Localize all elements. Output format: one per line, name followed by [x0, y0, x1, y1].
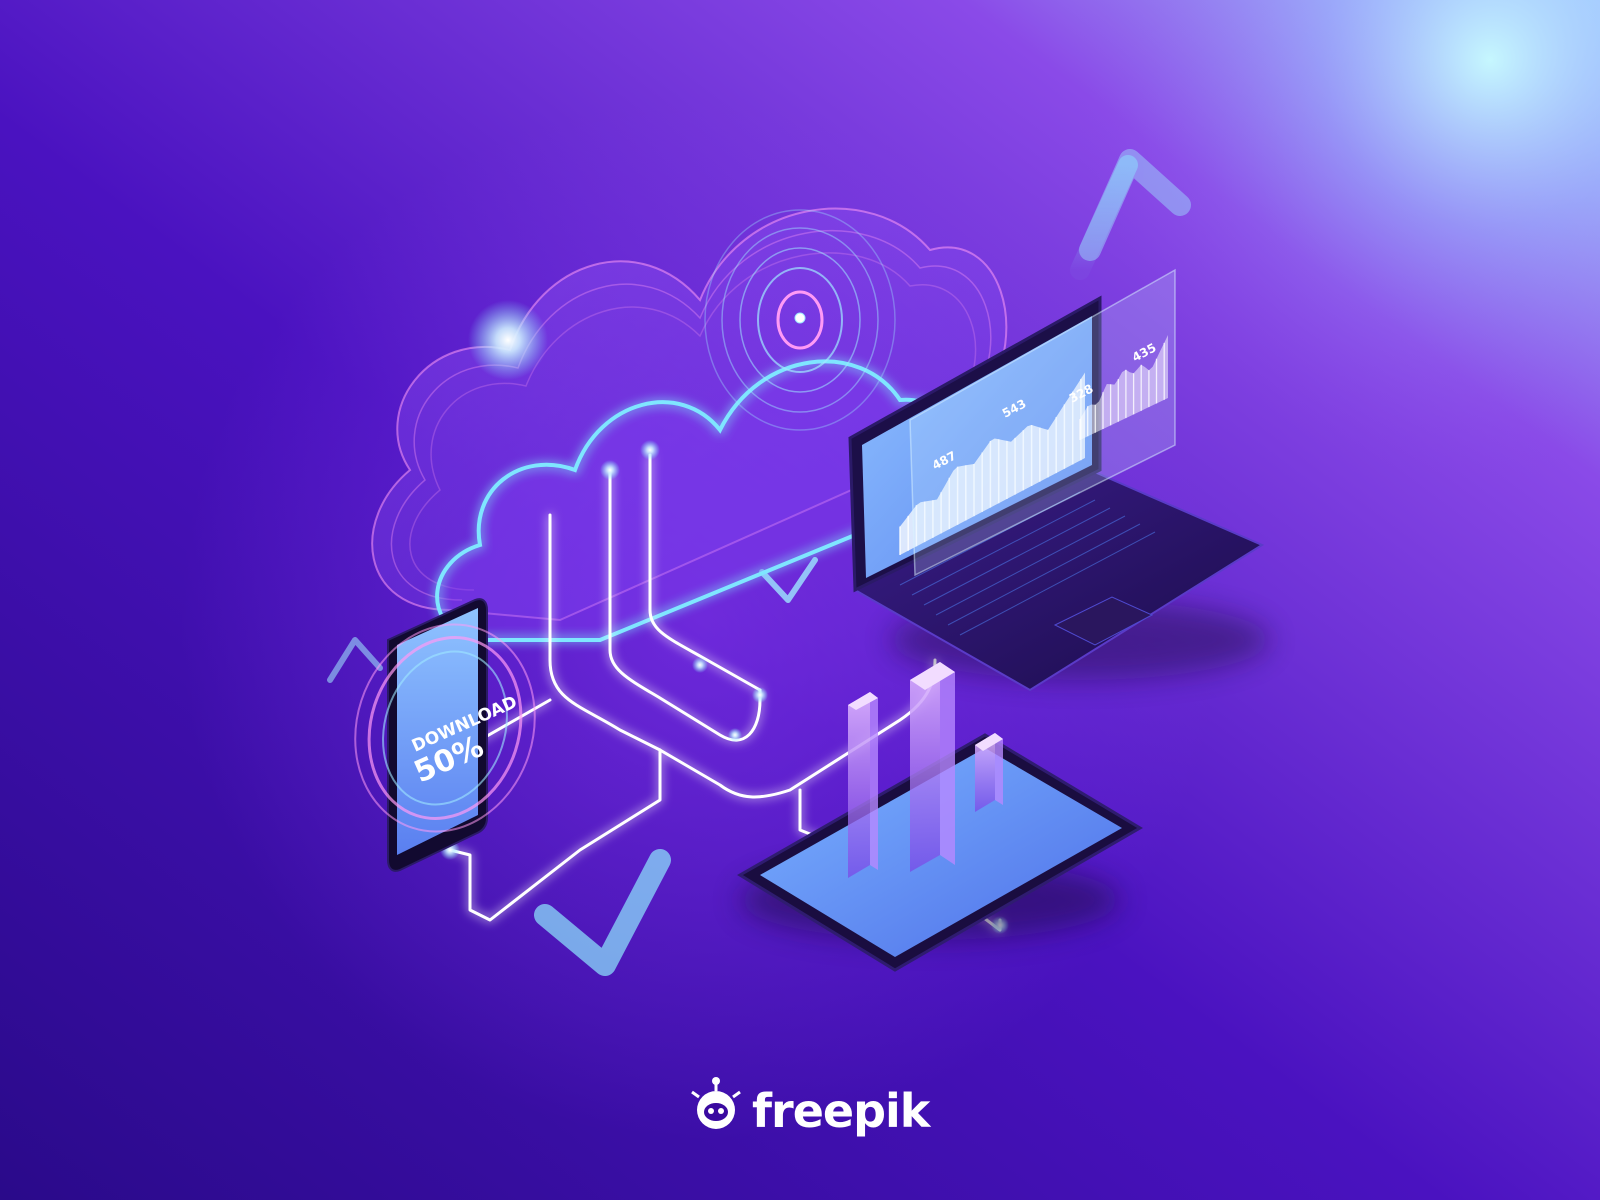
laptop-keyboard: [899, 491, 1156, 636]
freepik-logo-icon: [691, 1077, 741, 1129]
bar-3d: [848, 692, 878, 878]
freepik-logo: freepik: [691, 1077, 933, 1138]
bar-3d: [975, 733, 1003, 812]
smartphone: DOWNLOAD 50%: [354, 598, 536, 872]
glow-dot: [468, 300, 548, 380]
up-arrow-icon: [1070, 149, 1191, 280]
floating-chart-panel: 487 543 328 435: [909, 268, 1176, 577]
down-arrow-icon: [534, 760, 671, 976]
download-progress-rings: [354, 623, 536, 833]
up-arrow-icon: [327, 637, 383, 720]
laptop-screen-chart: [899, 372, 1085, 555]
bar-3d: [910, 662, 955, 872]
cloud-target-rings: [704, 209, 896, 431]
brand-name: freepik: [752, 1084, 932, 1138]
cloud-icon: [371, 207, 1008, 642]
tablet: [737, 662, 1143, 972]
